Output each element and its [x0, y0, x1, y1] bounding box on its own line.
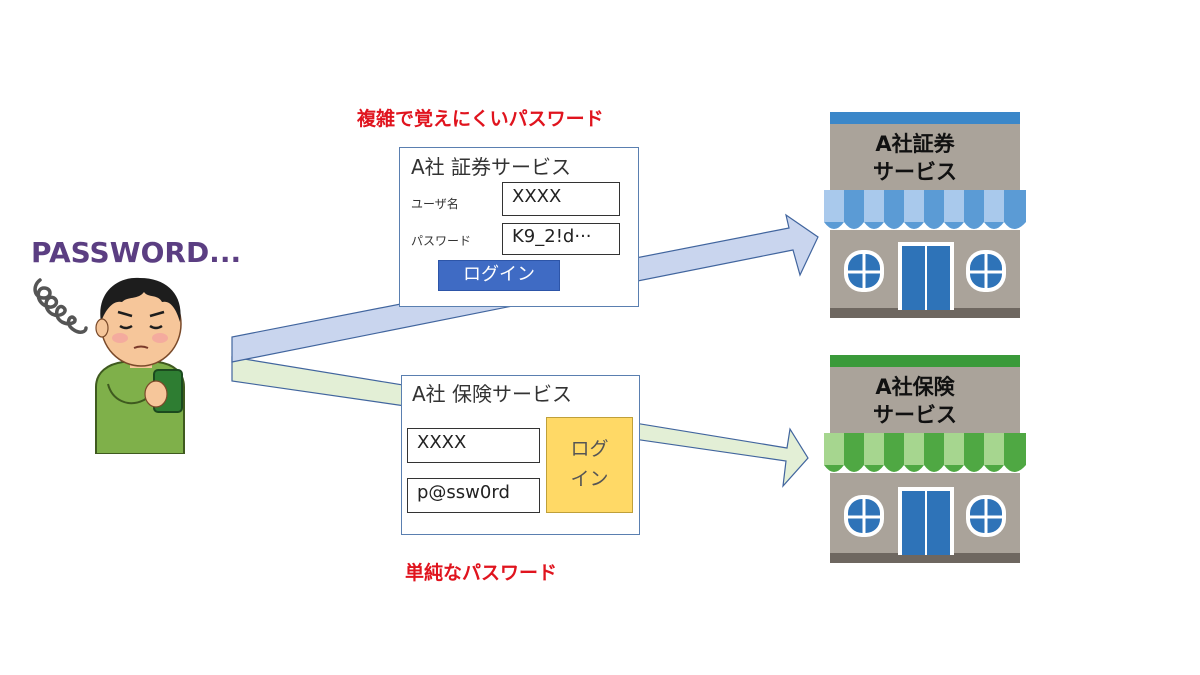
caption-simple-password: 単純なパスワード: [405, 562, 558, 584]
confused-swirl-icon: [33, 278, 88, 334]
insurance-password-field[interactable]: p@ssw0rd: [407, 478, 540, 513]
insurance-login-form: A社 保険サービス XXXX p@ssw0rd ログ イン: [401, 375, 640, 535]
securities-username-field[interactable]: XXXX: [502, 182, 620, 216]
securities-login-form: A社 証券サービス ユーザ名 XXXX パスワード K9_2!d··· ログイン: [399, 147, 639, 307]
securities-form-title: A社 証券サービス: [411, 155, 572, 179]
username-label: ユーザ名: [411, 197, 459, 211]
securities-login-button[interactable]: ログイン: [438, 260, 560, 291]
password-thought-text: PASSWORD...: [31, 236, 242, 269]
caption-complex-password: 複雑で覚えにくいパスワード: [357, 108, 604, 130]
insurance-store-illustration: [824, 355, 1026, 563]
insurance-username-field[interactable]: XXXX: [407, 428, 540, 463]
securities-store-illustration: [824, 112, 1026, 318]
insurance-login-button[interactable]: ログ イン: [546, 417, 633, 513]
insurance-form-title: A社 保険サービス: [412, 382, 573, 406]
securities-store-sign: A社証券 サービス: [873, 132, 957, 184]
insurance-login-label-line2: イン: [570, 468, 609, 490]
person-with-phone-illustration: [95, 277, 185, 454]
password-label: パスワード: [411, 234, 472, 248]
securities-password-field[interactable]: K9_2!d···: [502, 223, 620, 255]
insurance-store-sign: A社保険 サービス: [873, 375, 957, 427]
insurance-login-label-line1: ログ: [570, 438, 609, 460]
